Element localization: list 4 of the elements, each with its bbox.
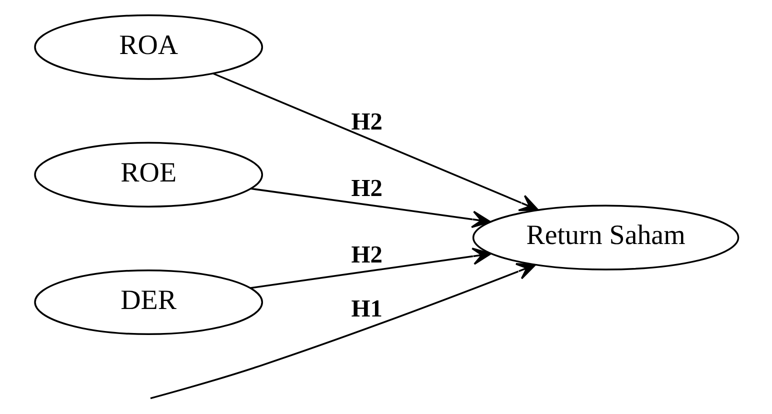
edge-label: H1 xyxy=(350,296,382,323)
edge-label: H2 xyxy=(350,241,382,268)
edge-label: H2 xyxy=(350,175,382,202)
edge-label: H2 xyxy=(350,108,382,136)
